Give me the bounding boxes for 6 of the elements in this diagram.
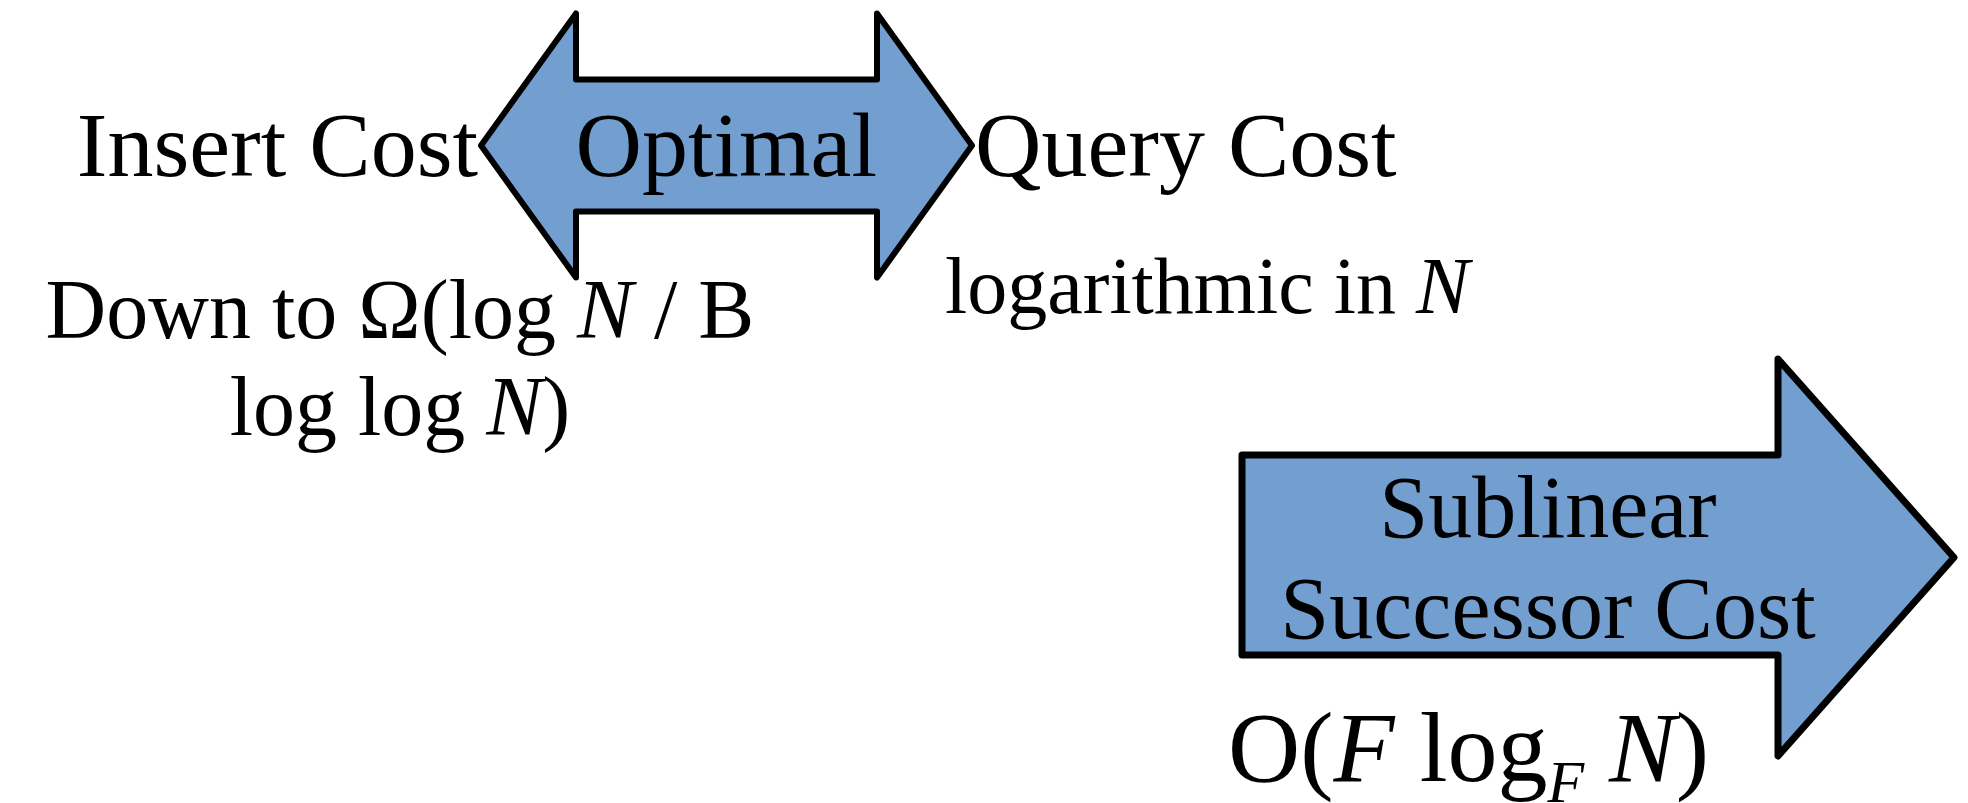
cost-label: Insert Cost: [75, 95, 478, 197]
complexity-note: Down to Ω(log N / B log log N): [44, 262, 756, 455]
arrow-label: Sublinear Successor Cost: [1279, 458, 1817, 660]
complexity-note: O(F log$_{F}$ N): [1228, 691, 1711, 803]
complexity-note: logarithmic in N: [945, 240, 1565, 332]
cost-label: Query Cost: [975, 95, 1398, 197]
